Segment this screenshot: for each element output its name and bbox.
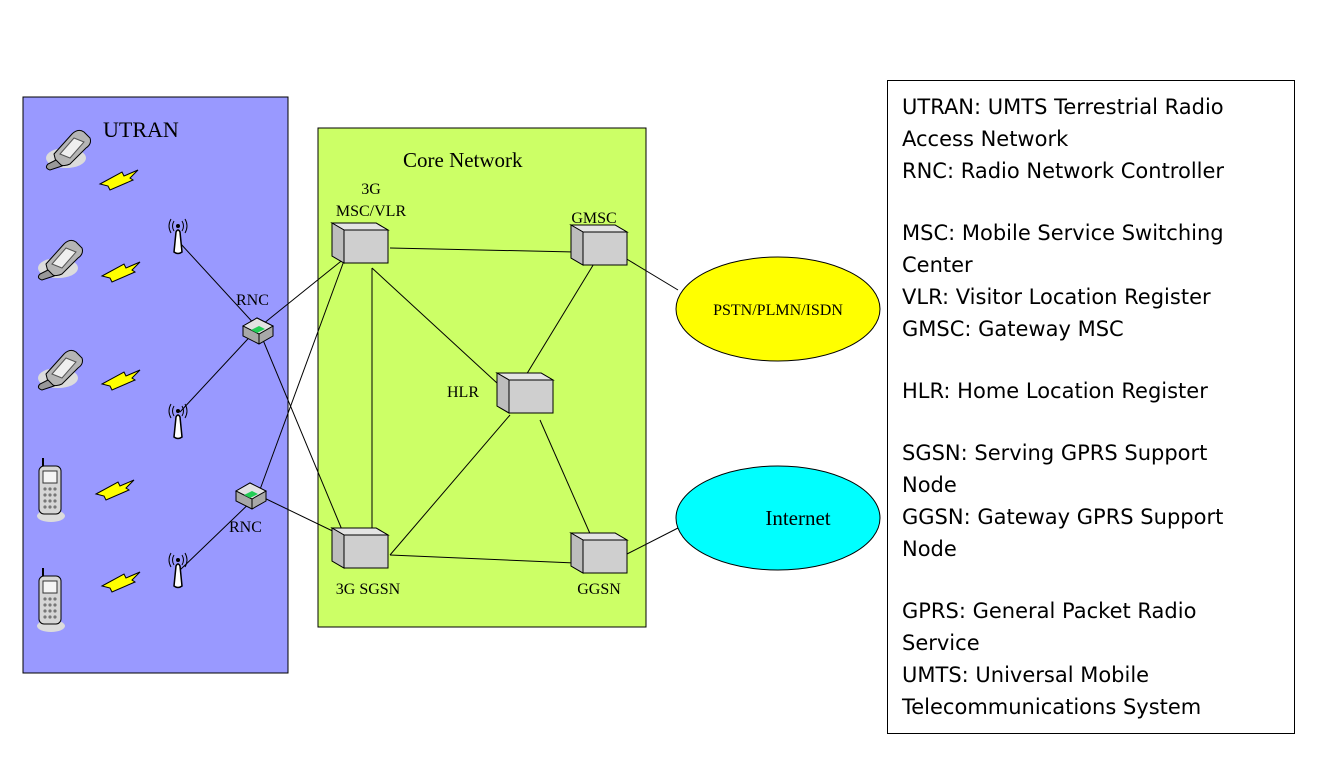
legend-spacer	[902, 407, 1282, 437]
legend-line: Service	[902, 631, 980, 655]
legend-line: SGSN: Serving GPRS Support	[902, 441, 1208, 465]
legend-line: VLR: Visitor Location Register	[902, 285, 1211, 309]
legend-line: Telecommunications System	[902, 695, 1202, 719]
internet-ellipse	[675, 465, 881, 571]
legend-line: HLR: Home Location Register	[902, 379, 1208, 403]
legend-spacer	[902, 345, 1282, 375]
legend-line: UTRAN: UMTS Terrestrial Radio	[902, 95, 1224, 119]
msc-vlr-label-line2: MSC/VLR	[336, 203, 407, 220]
legend-line: Node	[902, 537, 957, 561]
rnc-bottom-label: RNC	[229, 519, 262, 536]
legend-line: GPRS: General Packet Radio	[902, 599, 1197, 623]
internet-label: Internet	[765, 506, 830, 530]
msc-vlr-label-line1: 3G	[361, 181, 381, 198]
connection-lines	[179, 242, 679, 571]
legend-line: Center	[902, 253, 973, 277]
pstn-label: PSTN/PLMN/ISDN	[713, 302, 843, 319]
gmsc-router-icon	[570, 224, 628, 266]
legend-line: GMSC: Gateway MSC	[902, 317, 1124, 341]
utran-label: UTRAN	[103, 117, 179, 142]
gmsc-label: GMSC	[571, 210, 616, 227]
sgsn-router-icon	[331, 527, 389, 569]
legend-line: RNC: Radio Network Controller	[902, 159, 1225, 183]
hlr-label: HLR	[447, 384, 479, 401]
legend-line: UMTS: Universal Mobile	[902, 663, 1150, 687]
legend-line: Node	[902, 473, 957, 497]
ggsn-label: GGSN	[577, 581, 621, 598]
legend-spacer	[902, 187, 1282, 217]
sgsn-label: 3G SGSN	[336, 581, 401, 598]
pstn-network-ellipse	[675, 256, 881, 362]
rnc-top-label: RNC	[236, 292, 269, 309]
core-network-label: Core Network	[403, 148, 523, 172]
legend-spacer	[902, 565, 1282, 595]
ggsn-router-icon	[570, 532, 628, 574]
hlr-router-icon	[496, 372, 554, 414]
legend-line: MSC: Mobile Service Switching	[902, 221, 1224, 245]
msc-vlr-router-icon	[331, 222, 389, 264]
legend-line: GGSN: Gateway GPRS Support	[902, 505, 1224, 529]
legend-line: Access Network	[902, 127, 1069, 151]
